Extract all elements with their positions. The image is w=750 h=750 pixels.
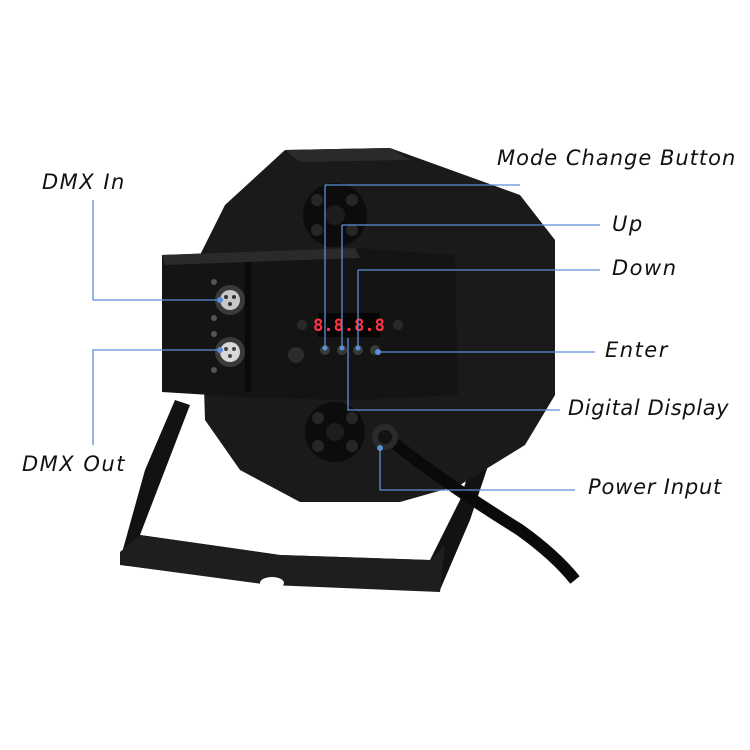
display-readout: 8.8.8.8 <box>313 316 385 336</box>
digital-display: 8.8.8.8 <box>313 313 385 337</box>
fuse-holder <box>288 347 304 363</box>
bracket-hole <box>260 577 284 589</box>
label-dmx-out: DMX Out <box>22 452 126 476</box>
leader-lines <box>92 184 600 491</box>
label-digital-display: Digital Display <box>568 396 730 420</box>
leader-digital-display <box>347 338 560 411</box>
lower-vent <box>305 402 365 462</box>
leader-dmx-out <box>92 349 220 445</box>
leader-power-input <box>379 448 575 491</box>
bracket-hole <box>366 542 390 554</box>
label-enter: Enter <box>605 338 669 362</box>
label-up: Up <box>612 212 644 236</box>
label-down: Down <box>612 256 678 280</box>
leader-dmx-in <box>92 200 220 301</box>
label-power-input: Power Input <box>588 475 723 499</box>
power-input <box>372 424 580 584</box>
control-panel: 8.8.8.8 <box>162 248 458 400</box>
dmx-in-connector <box>211 279 245 321</box>
upper-vent <box>303 183 367 247</box>
label-mode-change-button: Mode Change Button <box>497 146 737 170</box>
dmx-out-connector <box>211 331 304 373</box>
label-dmx-in: DMX In <box>42 170 126 194</box>
